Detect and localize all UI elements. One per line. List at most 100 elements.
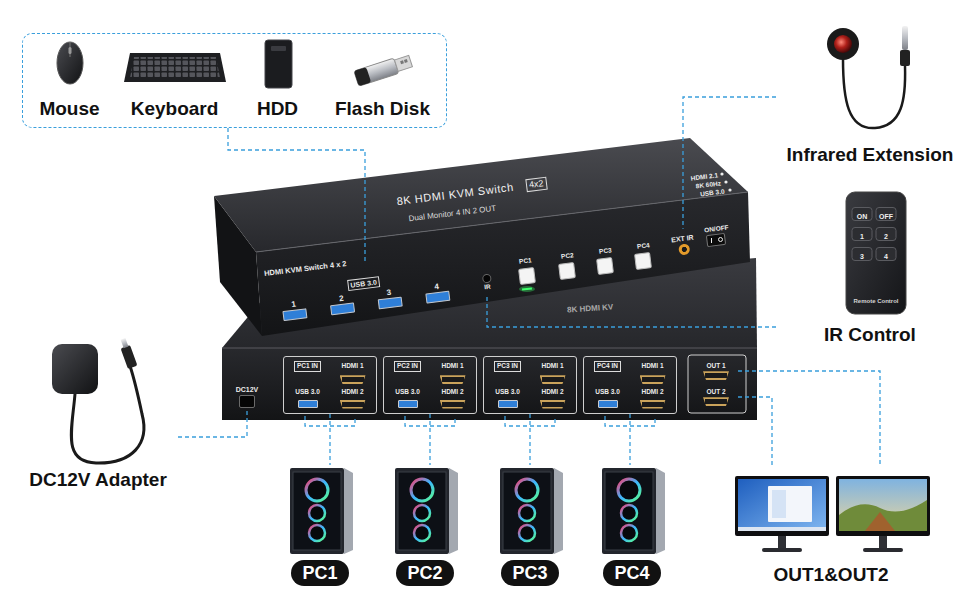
icon-cell: HDD bbox=[233, 98, 322, 120]
label-holder: PC3 bbox=[598, 238, 613, 257]
port-number: 1 bbox=[291, 299, 297, 308]
infrared-extension: Infrared Extension bbox=[776, 22, 964, 170]
led-glow bbox=[519, 286, 535, 292]
icon-cell: Mouse bbox=[23, 98, 116, 120]
rear-panel-edge bbox=[222, 348, 757, 349]
port-label: USB 3.0 bbox=[495, 388, 520, 397]
monitor-icon bbox=[735, 476, 829, 552]
hdmi-port bbox=[440, 400, 466, 409]
usb-port bbox=[330, 302, 355, 315]
rgb-fan bbox=[516, 479, 538, 501]
indicator-dot bbox=[728, 188, 731, 191]
pc-tower-icon bbox=[395, 468, 458, 554]
usb-port bbox=[378, 296, 403, 309]
spec-label: USB 3.0 bbox=[700, 188, 725, 199]
device-caption: Flash Disk bbox=[335, 98, 430, 120]
tower-glass bbox=[503, 472, 551, 550]
label-holder: 3 bbox=[860, 245, 864, 263]
pc-input-group: PC1 INHDMI 1USB 3.0HDMI 2 bbox=[283, 356, 377, 414]
dashed-connector bbox=[178, 410, 247, 437]
usb-port bbox=[498, 400, 518, 408]
port-brackets bbox=[305, 416, 655, 426]
port-label: HDMI 1 bbox=[341, 362, 363, 371]
flash-cap bbox=[354, 67, 371, 86]
hdd-icon bbox=[265, 40, 292, 88]
remote-key-label: OFF bbox=[879, 212, 893, 221]
dashed-connector bbox=[228, 128, 365, 264]
tower-glass bbox=[398, 472, 446, 550]
tower-body bbox=[500, 468, 554, 554]
ir-eye-lens bbox=[834, 35, 852, 53]
tower-body bbox=[395, 468, 449, 554]
pc-tower: PC2 bbox=[389, 465, 461, 589]
tower-glass bbox=[605, 472, 653, 550]
game-hills bbox=[839, 500, 927, 531]
port-label: OUT 2 bbox=[706, 388, 725, 397]
label-holder: USB 3.0 bbox=[699, 180, 726, 201]
rgb-fan bbox=[414, 525, 430, 541]
icon-cell: Flash Disk bbox=[322, 98, 443, 120]
label-holder: OFF bbox=[879, 205, 893, 223]
switch-mark bbox=[711, 238, 712, 243]
usb-port-cell: 2 bbox=[317, 291, 367, 317]
rgb-fan bbox=[621, 505, 637, 521]
port-label: EXT IR bbox=[671, 232, 694, 244]
adapter-body bbox=[52, 344, 98, 394]
tower-body bbox=[602, 468, 656, 554]
hdmi-port bbox=[640, 375, 666, 384]
front-panel bbox=[256, 192, 750, 336]
adapter-plug bbox=[121, 345, 138, 369]
usb-port-cell: 4 bbox=[412, 279, 462, 305]
hdmi-port bbox=[703, 371, 729, 380]
indicator-dot bbox=[724, 180, 727, 183]
hdmi-port bbox=[440, 375, 466, 384]
select-button bbox=[597, 258, 614, 275]
select-button bbox=[635, 253, 652, 270]
remote-key-label: ON bbox=[857, 212, 868, 221]
port-label: HDMI 2 bbox=[641, 388, 663, 397]
taskbar bbox=[738, 527, 826, 531]
button-label: PC3 bbox=[599, 246, 613, 256]
monitor-bezel bbox=[836, 476, 930, 536]
ir-remote: IR Control bbox=[776, 186, 964, 350]
jack-tip bbox=[902, 26, 908, 50]
hdmi-output-port: OUT 1 bbox=[694, 359, 738, 383]
usb-port bbox=[425, 290, 450, 303]
active-led bbox=[522, 287, 532, 290]
usb-port bbox=[282, 308, 307, 321]
callout-label: DC12V Adapter bbox=[29, 469, 167, 491]
rgb-fan bbox=[414, 505, 430, 521]
port-label: PC3 IN bbox=[494, 361, 521, 372]
usb-port-cell: 1 bbox=[269, 296, 319, 322]
mouse-body bbox=[57, 42, 83, 84]
label-holder: ON bbox=[857, 205, 868, 223]
dashed-connector bbox=[529, 414, 530, 465]
callout-label: IR Control bbox=[824, 324, 916, 346]
pc-tower-icon bbox=[290, 468, 353, 554]
dashed-connector bbox=[738, 397, 772, 466]
select-button bbox=[519, 268, 536, 285]
ir-jack bbox=[678, 243, 690, 255]
port-label: USB 3.0 bbox=[595, 388, 620, 397]
monitor-neck bbox=[778, 536, 786, 549]
label-holder: 8K HDMI KV bbox=[566, 295, 613, 316]
port-label: USB 3.0 bbox=[395, 388, 420, 397]
monitor-base bbox=[863, 548, 903, 552]
label-holder: PC2 bbox=[560, 243, 575, 262]
dashed-connector bbox=[683, 97, 776, 229]
remote-brand: Remote Control bbox=[854, 297, 899, 305]
label-holder: PC1 bbox=[518, 248, 533, 267]
flash-pin bbox=[400, 60, 404, 64]
icon-cell: Keyboard bbox=[116, 98, 233, 120]
port-label: USB 3.0 bbox=[295, 388, 320, 397]
hdd-badge bbox=[271, 46, 286, 51]
port-label: PC1 IN bbox=[294, 361, 321, 372]
rgb-fan bbox=[309, 525, 325, 541]
mouse-split bbox=[70, 42, 71, 57]
remote-key-label: 2 bbox=[884, 232, 888, 241]
rgb-fan bbox=[519, 525, 535, 541]
flash-pin bbox=[404, 59, 408, 63]
remote-key bbox=[876, 248, 896, 261]
tower-side bbox=[656, 468, 665, 554]
